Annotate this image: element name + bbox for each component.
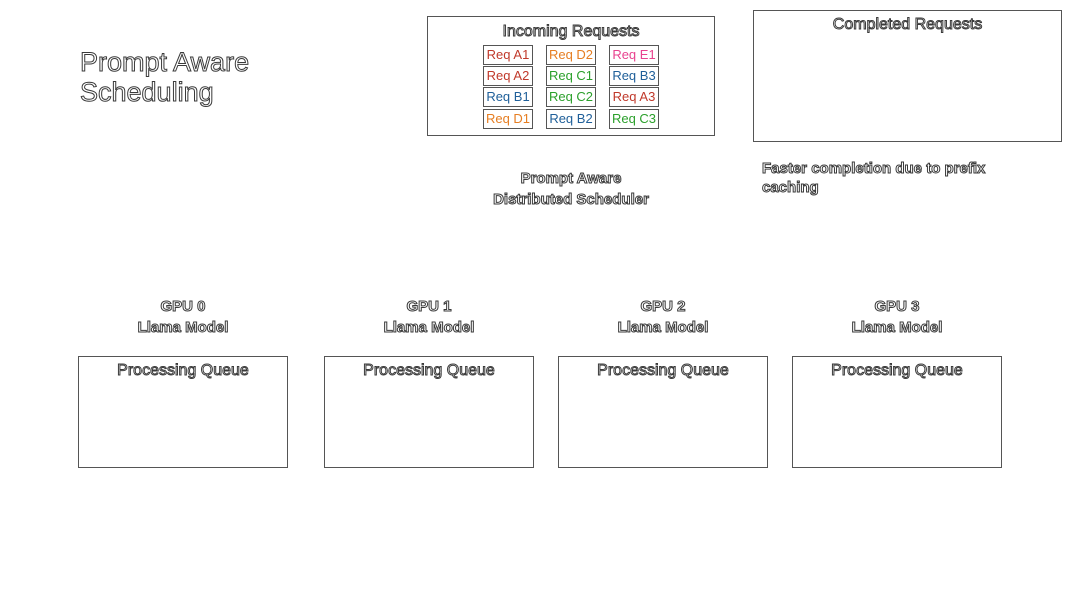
- request-chip-label: Req D2: [548, 47, 594, 62]
- request-chip-label: Req A3: [612, 89, 656, 104]
- gpu-name: GPU 2: [640, 298, 686, 316]
- gpu-name: GPU 0: [160, 298, 206, 316]
- gpu-model: Llama Model: [137, 319, 229, 337]
- request-chip-label: Req D1: [485, 111, 531, 126]
- scheduler-label-line1: Prompt Aware: [520, 170, 622, 188]
- processing-queue-box: Processing Queue: [78, 356, 288, 468]
- request-chip: Req E1: [609, 45, 659, 65]
- processing-queue-label: Processing Queue: [117, 362, 250, 380]
- incoming-requests-label: Incoming Requests: [502, 23, 640, 41]
- completed-requests-label: Completed Requests: [832, 16, 983, 34]
- gpu-model: Llama Model: [383, 319, 475, 337]
- completed-requests-box: Completed Requests: [753, 10, 1062, 142]
- gpu-header: GPU 3 Llama Model: [792, 296, 1002, 338]
- gpu-model: Llama Model: [851, 319, 943, 337]
- processing-queue-box: Processing Queue: [792, 356, 1002, 468]
- processing-queue-box: Processing Queue: [324, 356, 534, 468]
- request-chip: Req B2: [546, 109, 596, 129]
- processing-queue-label: Processing Queue: [363, 362, 496, 380]
- gpu-name: GPU 3: [874, 298, 920, 316]
- processing-queue-label: Processing Queue: [831, 362, 964, 380]
- prefix-caching-note: Faster completion due to prefix caching: [762, 160, 986, 197]
- page-title-line2: Scheduling: [79, 77, 214, 108]
- request-chip: Req A1: [483, 45, 533, 65]
- processing-queue-label: Processing Queue: [597, 362, 730, 380]
- gpu-header: GPU 2 Llama Model: [558, 296, 768, 338]
- request-chip-label: Req B2: [549, 111, 593, 126]
- request-chip: Req A2: [483, 66, 533, 86]
- request-chip-label: Req C3: [611, 111, 657, 126]
- request-chip: Req C2: [546, 87, 596, 107]
- request-chip: Req B3: [609, 66, 659, 86]
- request-chip-label: Req C1: [548, 68, 594, 83]
- request-chip-label: Req B3: [612, 68, 656, 83]
- request-chip-label: Req B1: [486, 89, 530, 104]
- gpu-header: GPU 0 Llama Model: [78, 296, 288, 338]
- gpu-name: GPU 1: [406, 298, 452, 316]
- request-chip-label: Req A1: [486, 47, 530, 62]
- gpu-model: Llama Model: [617, 319, 709, 337]
- request-chip-label: Req C2: [548, 89, 594, 104]
- processing-queue-box: Processing Queue: [558, 356, 768, 468]
- request-chip: Req C3: [609, 109, 659, 129]
- scheduler-label: Prompt Aware Distributed Scheduler: [470, 168, 672, 210]
- request-chip: Req D1: [483, 109, 533, 129]
- page-title: Prompt Aware Scheduling: [79, 47, 250, 108]
- request-chip-label: Req E1: [612, 47, 656, 62]
- request-chip: Req D2: [546, 45, 596, 65]
- scheduler-label-line2: Distributed Scheduler: [493, 191, 650, 209]
- request-chip: Req B1: [483, 87, 533, 107]
- gpu-header: GPU 1 Llama Model: [324, 296, 534, 338]
- incoming-requests-box: Incoming Requests Req A1 Req A2 Req B1 R…: [427, 16, 715, 136]
- page-title-line1: Prompt Aware: [79, 47, 250, 78]
- request-chip: Req A3: [609, 87, 659, 107]
- request-chip: Req C1: [546, 66, 596, 86]
- request-chip-label: Req A2: [486, 68, 530, 83]
